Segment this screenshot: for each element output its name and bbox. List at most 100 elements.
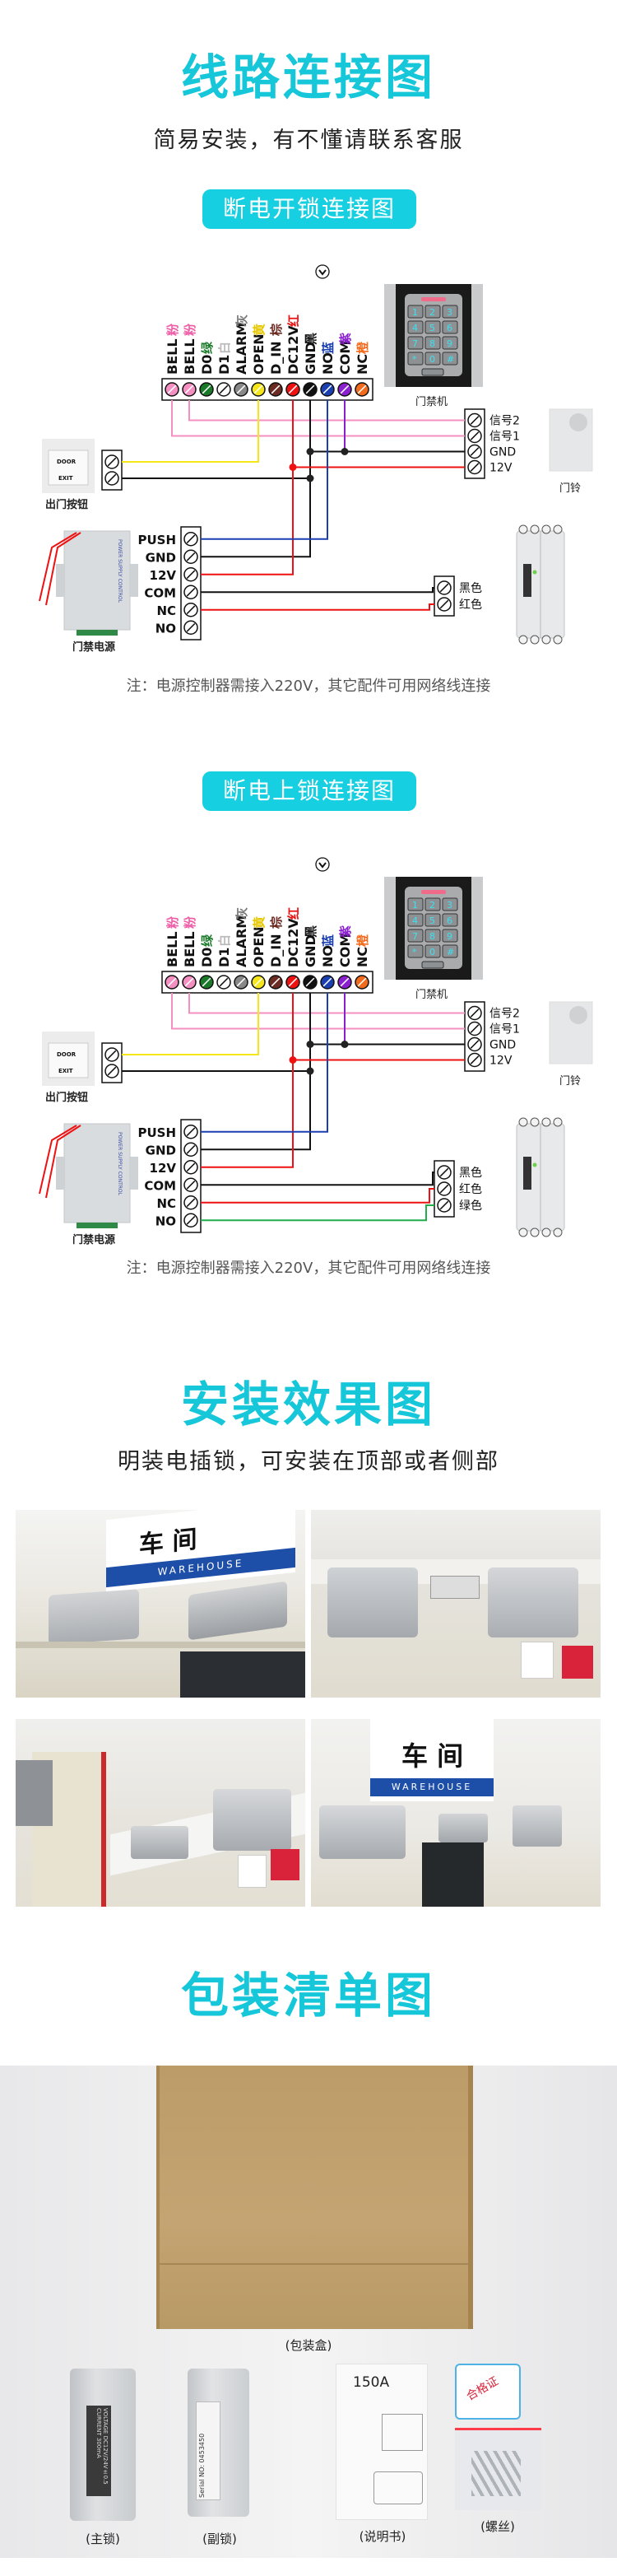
lock-body-right	[488, 1567, 578, 1637]
screw-slot	[322, 977, 332, 987]
terminal-name: D_IN	[268, 934, 284, 967]
power-terminal-label: GND	[146, 550, 176, 565]
screw-slot	[184, 977, 194, 987]
keypad-key	[407, 320, 424, 334]
keypad-key	[424, 897, 441, 911]
wire-junction	[289, 1056, 297, 1064]
terminal-color-name: 粉	[165, 916, 180, 929]
terminal-label: D0绿	[199, 341, 215, 375]
terminal-name: BELL	[165, 931, 180, 967]
terminal-color-name: 棕	[269, 916, 284, 929]
terminal-color-name: 绿	[200, 934, 215, 947]
power-terminal-label: NO	[155, 621, 176, 636]
lock-label-plate	[523, 1157, 531, 1190]
terminal-color-name: 红	[286, 314, 301, 327]
lock-mount-hole	[530, 1117, 540, 1127]
keypad-key	[424, 944, 441, 958]
lock-mount-hole	[553, 1227, 563, 1237]
badge-lock-diagram: 断电上锁连接图	[202, 771, 416, 811]
wire-open-exit	[122, 400, 259, 463]
sign-text: 车 间	[401, 1740, 464, 1772]
wire-bell-signal2	[188, 400, 465, 422]
packing-photo: (包装盒) VOLTAGE DC12V/24V±0.5 CURRENT 300m…	[0, 2066, 617, 2558]
keypad-key	[407, 897, 424, 911]
power-supply-text: POWER SUPPLY CONTROL	[117, 539, 123, 603]
mains-wire	[45, 1125, 81, 1199]
power-terminal-label: GND	[146, 1143, 176, 1158]
wire-no-push	[201, 993, 328, 1133]
power-supply-text: POWER SUPPLY CONTROL	[117, 1132, 123, 1196]
lock-label-plate	[523, 564, 531, 597]
power-supply-label: 门禁电源	[72, 1233, 115, 1246]
keypad-side	[384, 877, 396, 980]
terminal-name: NC	[355, 947, 370, 967]
terminal-color-name: 红	[286, 907, 301, 920]
lock-terminal-label: 红色	[459, 1182, 482, 1196]
keypad-key	[407, 944, 424, 958]
install-title: 安装效果图	[180, 1377, 436, 1432]
power-terminal-label: PUSH	[137, 533, 176, 547]
wire-junction	[306, 474, 314, 482]
lock-terminal-label: 绿色	[459, 1199, 482, 1213]
doorbell-label: 门铃	[559, 482, 581, 495]
terminal-label: NC橙	[355, 341, 370, 375]
screw-slot	[470, 431, 480, 440]
door-opening	[180, 1651, 305, 1698]
lock-body-left	[327, 1567, 418, 1637]
screw-slot	[470, 1009, 480, 1018]
doorbell-terminal-label: 12V	[489, 1055, 513, 1068]
keypad-key-label: 6	[447, 915, 452, 926]
screw-slot	[186, 570, 196, 580]
caption-sub-lock: (副锁)	[202, 2532, 237, 2546]
screw-slot	[322, 384, 332, 394]
mains-wire	[45, 532, 81, 606]
exit-button-text: EXIT	[58, 475, 73, 482]
screw-slot	[202, 384, 211, 394]
install-photo-1: 车 间 WAREHOUSE	[16, 1510, 305, 1698]
terminal-name: D_IN	[268, 341, 284, 375]
screw-slot	[186, 1180, 196, 1190]
terminal-color-name: 紫	[338, 925, 353, 938]
keypad-key-label: 8	[429, 931, 435, 942]
lock-body-left	[319, 1805, 406, 1859]
keypad-key-label: 3	[447, 900, 452, 911]
power-terminal-label: NC	[156, 1196, 176, 1211]
doorbell-terminal-label: 信号2	[489, 415, 520, 428]
power-terminal-label: PUSH	[137, 1125, 176, 1140]
caption-main-lock: (主锁)	[86, 2532, 120, 2546]
keypad-key	[407, 929, 424, 943]
power-supply-ear	[130, 1157, 138, 1190]
terminal-name: D0	[199, 355, 215, 375]
keypad-side	[384, 284, 396, 387]
screw-slot	[271, 977, 281, 987]
power-terminal-label: 12V	[150, 568, 177, 583]
lock-mount-hole	[530, 635, 540, 645]
terminal-label: NO蓝	[320, 934, 336, 967]
terminal-color-name: 灰	[234, 314, 249, 327]
lock-note: 注：电源控制器需接入220V，其它配件可用网络线连接	[126, 1260, 491, 1277]
power-terminal-label: NC	[156, 603, 176, 618]
terminal-label: NO蓝	[320, 342, 336, 375]
terminal-name: BELL	[182, 338, 197, 375]
chevron-down-icon	[318, 862, 327, 869]
keypad-key-label: 5	[429, 323, 435, 333]
screw-slot	[340, 384, 350, 394]
exit-button-text: EXIT	[58, 1068, 73, 1074]
exit-button-label: 出门按钮	[45, 498, 88, 511]
power-terminal-label: 12V	[150, 1161, 177, 1176]
terminal-name: DC12V	[285, 918, 301, 967]
keypad-key	[424, 929, 441, 943]
packing-title: 包装清单图	[180, 1968, 436, 2024]
keypad-label: 门禁机	[415, 396, 448, 408]
keypad-key	[424, 913, 441, 927]
lock-body	[213, 1789, 291, 1851]
terminal-label: D0绿	[199, 934, 215, 967]
exit-button-plate	[48, 1042, 89, 1078]
keypad-key	[442, 320, 458, 334]
keypad-key-label: 4	[412, 915, 418, 926]
